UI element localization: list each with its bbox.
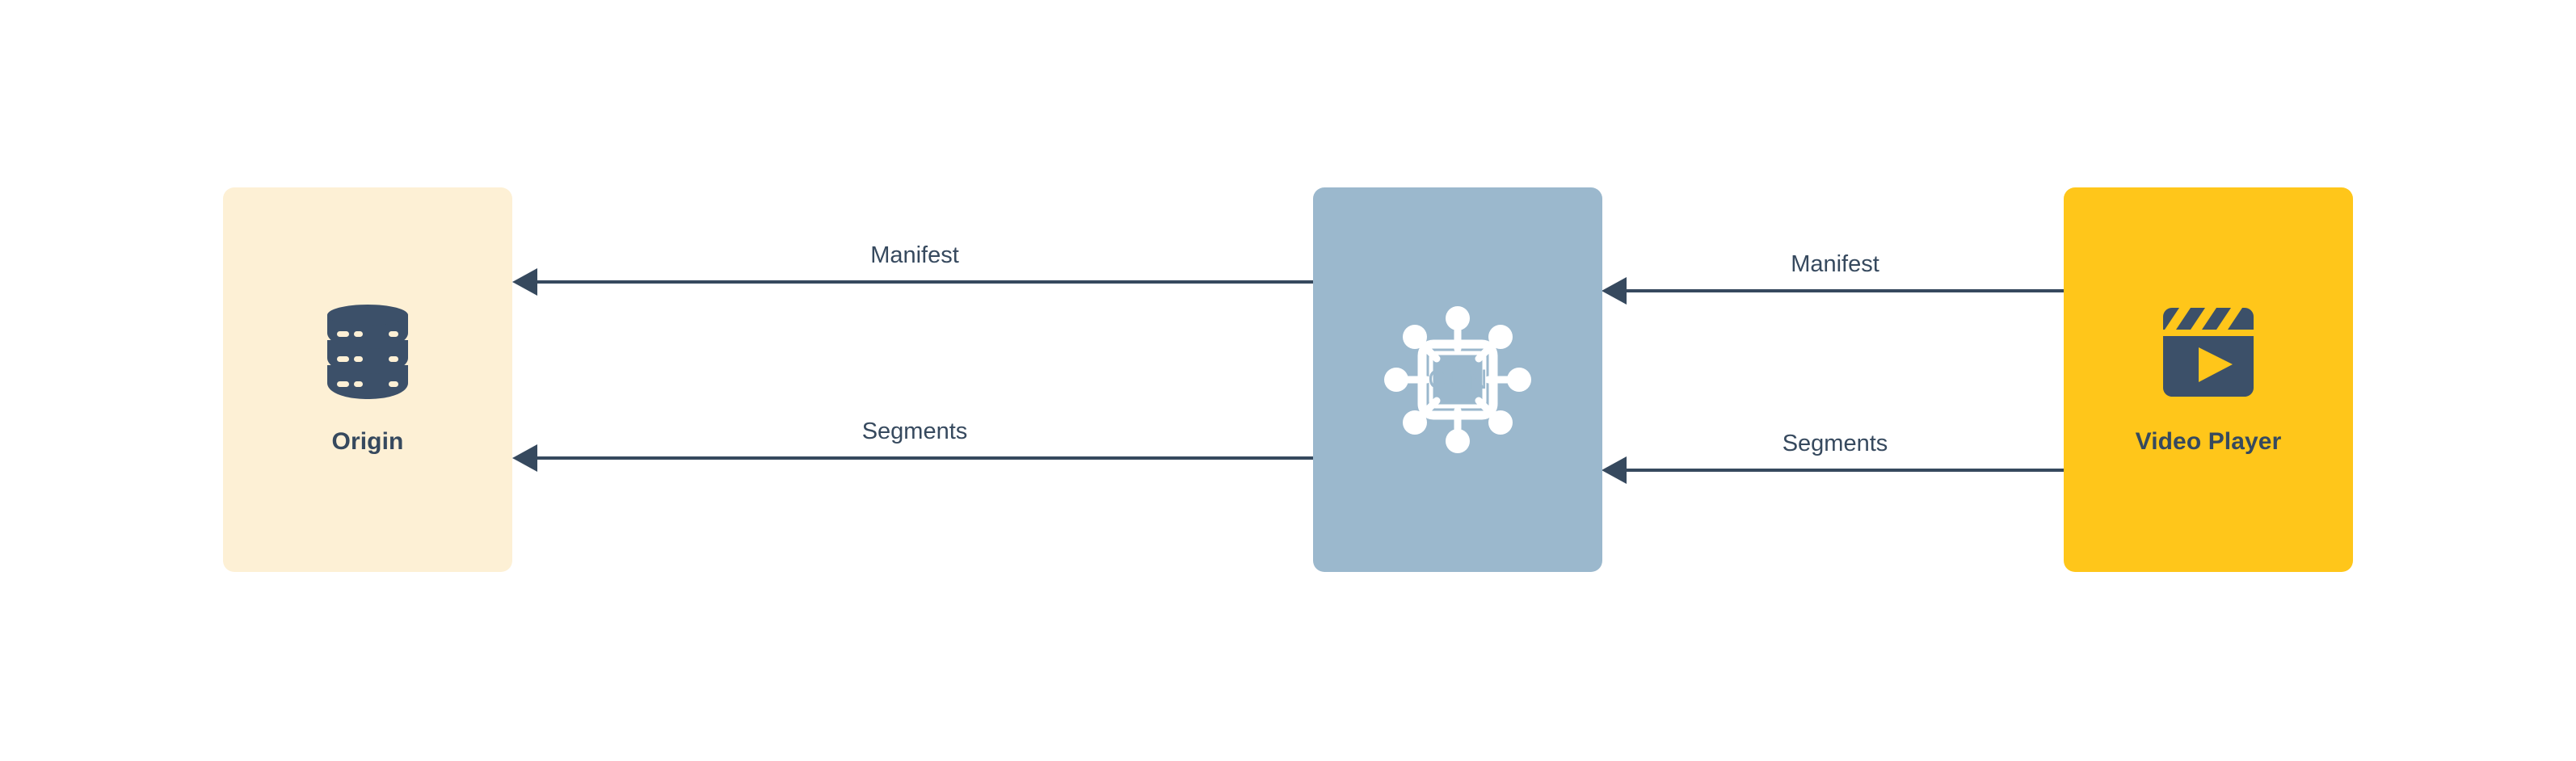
edge-label-segments-right: Segments: [1782, 431, 1888, 456]
arrowhead-icon: [512, 444, 537, 472]
arrowhead-icon: [1602, 456, 1627, 484]
node-cdn[interactable]: CDN: [1313, 187, 1602, 572]
cdn-chip-icon: CDN: [1377, 299, 1538, 460]
edge-line: [535, 456, 1317, 460]
node-origin[interactable]: Origin: [223, 187, 512, 572]
clapperboard-play-icon: [2160, 304, 2257, 401]
edge-label-segments-left: Segments: [861, 418, 968, 444]
edge-line: [1624, 289, 2069, 292]
node-video-player[interactable]: Video Player: [2064, 187, 2353, 572]
arrowhead-icon: [1602, 277, 1627, 305]
cdn-chip-text: CDN: [1428, 364, 1488, 395]
edge-label-manifest-left: Manifest: [870, 242, 959, 268]
edge-line: [1624, 469, 2069, 472]
database-icon: [324, 304, 411, 401]
edge-line: [535, 280, 1317, 284]
arrowhead-icon: [512, 268, 537, 296]
edge-label-manifest-right: Manifest: [1791, 251, 1879, 277]
node-label-video-player: Video Player: [2135, 428, 2282, 455]
node-label-origin: Origin: [331, 428, 404, 455]
